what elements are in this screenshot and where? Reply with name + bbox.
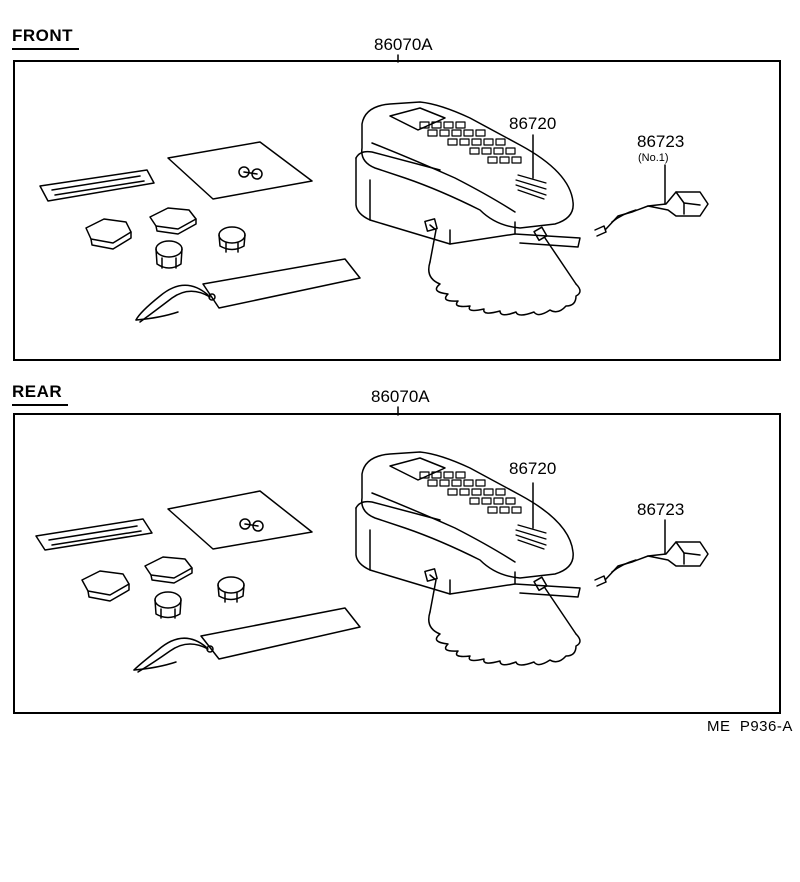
front-handset xyxy=(361,101,574,229)
rear-label-strip xyxy=(35,518,153,551)
rear-knob-left xyxy=(154,591,182,619)
front-connector-cable xyxy=(594,191,709,237)
rear-handset xyxy=(361,451,574,579)
front-handset-part-number: 86720 xyxy=(509,114,557,133)
front-pad-right xyxy=(149,207,197,235)
rear-knob-right xyxy=(217,576,245,603)
rear-coiled-cord xyxy=(424,568,581,666)
rear-section-heading: REAR xyxy=(12,382,69,406)
front-label-strip xyxy=(39,169,155,202)
rear-connector-cable xyxy=(594,541,709,587)
rear-panel xyxy=(13,413,781,714)
front-mounting-sheet xyxy=(167,141,313,200)
rear-tag-card xyxy=(133,607,361,673)
front-panel xyxy=(13,60,781,361)
diagram-reference-code: ME P936-A xyxy=(707,718,793,735)
front-assembly-number: 86070A xyxy=(374,35,433,54)
rear-assembly-number: 86070A xyxy=(371,387,430,406)
rear-mounting-sheet xyxy=(167,490,313,550)
rear-phone-base xyxy=(355,500,581,598)
front-pad-left xyxy=(85,218,132,250)
rear-handset-part-number: 86720 xyxy=(509,459,557,478)
front-tag-card xyxy=(135,258,361,323)
rear-cable-part-number: 86723 xyxy=(637,500,685,519)
front-cable-part-number: 86723 xyxy=(637,132,685,151)
front-coiled-cord xyxy=(424,218,581,316)
front-knob-left xyxy=(155,240,183,269)
rear-pad-right xyxy=(144,556,193,584)
front-knob-right xyxy=(218,226,246,253)
front-section-heading: FRONT xyxy=(12,26,80,50)
rear-pad-left xyxy=(81,570,130,602)
front-cable-part-note: (No.1) xyxy=(638,152,669,164)
